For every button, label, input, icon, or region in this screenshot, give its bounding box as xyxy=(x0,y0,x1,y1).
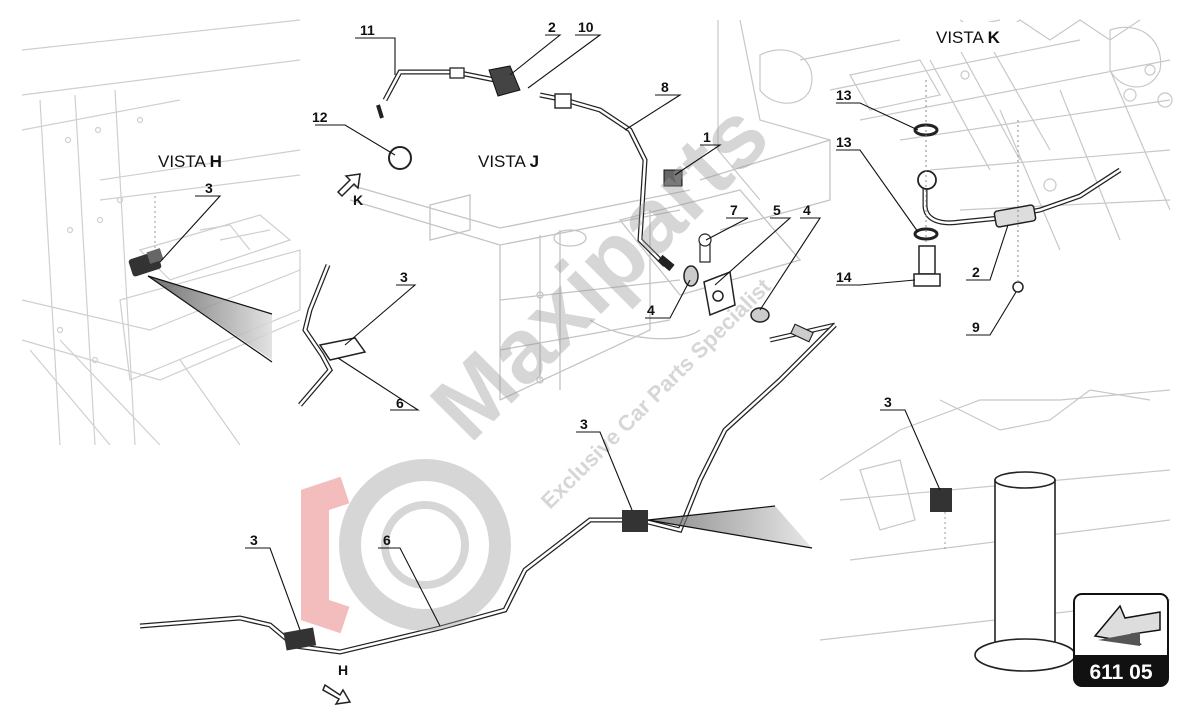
callout-2: 2 xyxy=(972,264,980,280)
callout-2: 2 xyxy=(548,19,556,35)
callout-labels: 11 2 10 12 8 1 3 3 6 7 5 4 4 13 13 14 2 … xyxy=(205,19,980,548)
callout-11: 11 xyxy=(360,22,375,38)
callout-4: 4 xyxy=(647,302,655,318)
callout-3: 3 xyxy=(250,532,258,548)
clip-pipe-detail xyxy=(298,264,367,407)
callout-3: 3 xyxy=(580,416,588,432)
view-direction-arrow-icon xyxy=(1093,604,1161,646)
vista-k-title: VISTA K xyxy=(936,28,1001,47)
svg-text:H: H xyxy=(338,662,348,678)
callout-7: 7 xyxy=(730,202,738,218)
vista-h-chassis-drawing xyxy=(21,19,301,446)
vista-j-title: VISTA J xyxy=(478,152,539,171)
vista-j-frame-drawing xyxy=(349,139,831,401)
view-arrow-h: H xyxy=(322,662,352,705)
callout-5: 5 xyxy=(773,202,781,218)
main-fuel-pipe xyxy=(139,323,837,655)
callout-3: 3 xyxy=(205,180,213,196)
callout-13: 13 xyxy=(836,87,852,103)
banjo-fitting xyxy=(388,146,412,170)
callout-1: 1 xyxy=(703,129,711,145)
vista-h-clip-part xyxy=(128,248,164,277)
callout-13: 13 xyxy=(836,134,852,150)
vista-h-bottom-clip xyxy=(930,488,952,512)
pipe-clips xyxy=(283,510,648,651)
callout-14: 14 xyxy=(836,269,852,285)
callout-8: 8 xyxy=(661,79,669,95)
callout-9: 9 xyxy=(972,319,980,335)
callout-12: 12 xyxy=(312,109,328,125)
callout-10: 10 xyxy=(578,19,594,35)
vista-k-pipe-assembly xyxy=(913,80,1122,293)
callout-6: 6 xyxy=(383,532,391,548)
pipe-clip-part xyxy=(663,169,683,187)
view-arrow-k: K xyxy=(336,173,363,208)
callout-6: 6 xyxy=(396,395,404,411)
vista-h-title: VISTA H xyxy=(158,152,222,171)
callout-3: 3 xyxy=(400,269,408,285)
callout-4: 4 xyxy=(803,202,811,218)
vista-k-engine-bay-drawing xyxy=(717,19,1173,251)
page-number-badge: 611 05 xyxy=(1073,593,1169,687)
callout-3: 3 xyxy=(884,394,892,410)
svg-text:K: K xyxy=(353,192,363,208)
leader-lines xyxy=(159,34,1017,631)
page-number: 611 05 xyxy=(1089,661,1152,684)
watermark-brand: Maxiparts xyxy=(412,83,788,459)
vista-j-zoom-beam xyxy=(648,506,812,548)
vertical-post xyxy=(974,471,1076,672)
